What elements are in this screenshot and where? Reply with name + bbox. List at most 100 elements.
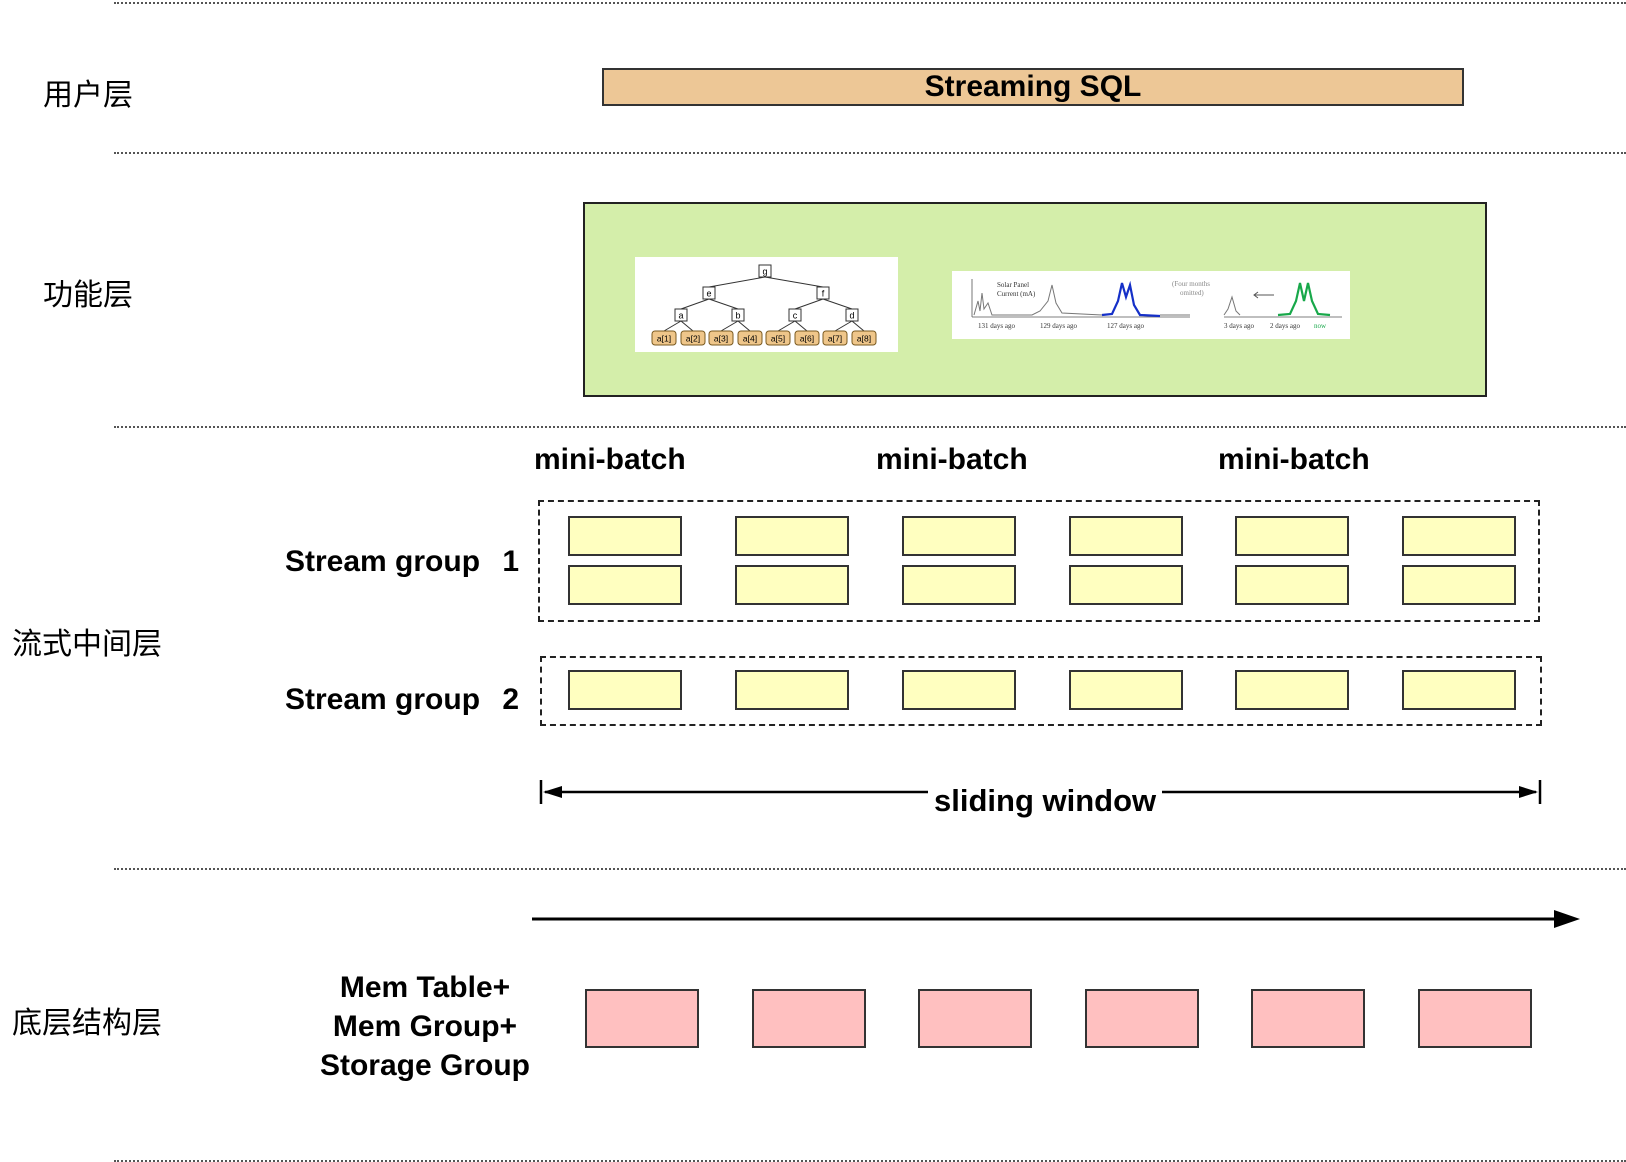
stream-cell-g2-c6 bbox=[1402, 670, 1516, 710]
layer-label-user: 用户层 bbox=[43, 78, 133, 113]
stream-cell-g1-r1-c2 bbox=[735, 516, 849, 556]
mini-batch-label-1: mini-batch bbox=[534, 443, 686, 476]
tree-leaf-3-label: a[3] bbox=[714, 334, 728, 344]
stream-cell-g1-r2-c2 bbox=[735, 565, 849, 605]
tree-node-d: d bbox=[845, 308, 859, 322]
tree-node-b: b bbox=[731, 308, 745, 322]
tree-node-d-label: d bbox=[849, 311, 854, 321]
timeseries-xlabel-3: 127 days ago bbox=[1107, 322, 1144, 330]
tree-node-a-label: a bbox=[678, 311, 683, 321]
function-layer-box: g e f a b c d bbox=[583, 202, 1487, 397]
stream-group-2-name: Stream group bbox=[285, 683, 481, 716]
base-cell-1 bbox=[585, 989, 699, 1048]
stream-cell-g2-c4 bbox=[1069, 670, 1183, 710]
stream-cell-g2-c1 bbox=[568, 670, 682, 710]
divider-bottom bbox=[114, 1160, 1626, 1162]
tree-node-c-label: c bbox=[793, 311, 798, 321]
storage-group-line: Storage Group bbox=[319, 1049, 530, 1082]
layer-label-function: 功能层 bbox=[43, 278, 133, 313]
tree-leaf-6-label: a[6] bbox=[800, 334, 814, 344]
base-cell-6 bbox=[1418, 989, 1532, 1048]
tree-leaf-2: a[2] bbox=[680, 330, 706, 346]
tree-leaf-6: a[6] bbox=[794, 330, 820, 346]
timeseries-xlabel-2: 129 days ago bbox=[1040, 322, 1077, 330]
timeseries-note-2: omitted) bbox=[1180, 289, 1204, 297]
divider-function-stream bbox=[114, 426, 1626, 428]
mem-structure-label: Mem Table+ Mem Group+ Storage Group bbox=[300, 968, 550, 1085]
timeseries-title-1: Solar Panel bbox=[997, 281, 1029, 289]
stream-cell-g1-r2-c6 bbox=[1402, 565, 1516, 605]
tree-leaf-1: a[1] bbox=[651, 330, 677, 346]
tree-leaf-4-label: a[4] bbox=[743, 334, 757, 344]
base-cell-5 bbox=[1251, 989, 1365, 1048]
stream-cell-g1-r1-c5 bbox=[1235, 516, 1349, 556]
tree-leaf-8: a[8] bbox=[851, 330, 877, 346]
tree-leaf-1-label: a[1] bbox=[657, 334, 671, 344]
tree-node-e: e bbox=[702, 286, 716, 300]
mem-group-line: Mem Group+ bbox=[332, 1010, 518, 1043]
timeseries-past-highlight bbox=[1101, 280, 1161, 318]
tree-leaf-8-label: a[8] bbox=[857, 334, 871, 344]
tree-structure-image: g e f a b c d bbox=[635, 257, 898, 352]
timeseries-xlabel-4: 3 days ago bbox=[1224, 322, 1254, 330]
mem-table-line: Mem Table+ bbox=[339, 971, 511, 1004]
stream-cell-g2-c3 bbox=[902, 670, 1016, 710]
tree-node-root-label: g bbox=[762, 267, 767, 277]
divider-top bbox=[114, 2, 1626, 4]
time-direction-arrow bbox=[532, 910, 1580, 928]
stream-cell-g1-r2-c3 bbox=[902, 565, 1016, 605]
stream-group-1-name: Stream group bbox=[285, 545, 481, 578]
timeseries-recent-gray bbox=[1223, 295, 1241, 316]
timeseries-image: Solar Panel Current (mA) (Four months om… bbox=[952, 271, 1350, 339]
tree-node-b-label: b bbox=[735, 311, 740, 321]
stream-cell-g2-c2 bbox=[735, 670, 849, 710]
stream-group-1-label: Stream group 1 bbox=[285, 545, 519, 579]
tree-leaf-5-label: a[5] bbox=[771, 334, 785, 344]
tree-leaf-7-label: a[7] bbox=[828, 334, 842, 344]
tree-node-a: a bbox=[674, 308, 688, 322]
timeseries-arrowhead bbox=[1253, 291, 1259, 299]
timeseries-xlabel-1: 131 days ago bbox=[978, 322, 1015, 330]
tree-node-root: g bbox=[758, 264, 772, 278]
stream-cell-g1-r1-c1 bbox=[568, 516, 682, 556]
divider-stream-base bbox=[114, 868, 1626, 870]
stream-cell-g1-r1-c3 bbox=[902, 516, 1016, 556]
stream-group-1-frame bbox=[538, 500, 1540, 622]
stream-cell-g1-r1-c6 bbox=[1402, 516, 1516, 556]
mini-batch-label-2: mini-batch bbox=[876, 443, 1028, 476]
tree-leaf-3: a[3] bbox=[708, 330, 734, 346]
stream-group-2-frame bbox=[540, 656, 1542, 726]
sliding-window-label: sliding window bbox=[928, 783, 1163, 819]
tree-leaf-5: a[5] bbox=[765, 330, 791, 346]
stream-cell-g1-r1-c4 bbox=[1069, 516, 1183, 556]
sliding-window-arrow bbox=[539, 780, 1542, 804]
tree-node-f-label: f bbox=[822, 289, 825, 299]
base-cell-2 bbox=[752, 989, 866, 1048]
stream-group-1-number: 1 bbox=[502, 545, 520, 578]
base-cell-4 bbox=[1085, 989, 1199, 1048]
timeseries-xlabel-5: 2 days ago bbox=[1270, 322, 1300, 330]
tree-leaf-7: a[7] bbox=[822, 330, 848, 346]
timeseries-title-2: Current (mA) bbox=[997, 290, 1036, 298]
mini-batch-label-3: mini-batch bbox=[1218, 443, 1370, 476]
divider-user-function bbox=[114, 152, 1626, 154]
timeseries-xlabel-6: now bbox=[1314, 322, 1327, 330]
layer-label-base: 底层结构层 bbox=[12, 1006, 162, 1041]
stream-cell-g2-c5 bbox=[1235, 670, 1349, 710]
timeseries-text: Solar Panel Current (mA) (Four months om… bbox=[978, 280, 1327, 330]
timeseries-past-gray bbox=[973, 284, 1103, 316]
streaming-sql-label: Streaming SQL bbox=[924, 70, 1142, 103]
stream-cell-g1-r2-c1 bbox=[568, 565, 682, 605]
timeseries-svg: Solar Panel Current (mA) (Four months om… bbox=[971, 279, 1342, 330]
stream-cell-g1-r2-c4 bbox=[1069, 565, 1183, 605]
timeseries-axes bbox=[971, 279, 1342, 318]
stream-group-2-label: Stream group 2 bbox=[285, 683, 519, 717]
tree-node-f: f bbox=[816, 286, 830, 300]
streaming-sql-bar: Streaming SQL bbox=[602, 68, 1464, 106]
timeseries-note-1: (Four months bbox=[1172, 280, 1210, 288]
base-cell-3 bbox=[918, 989, 1032, 1048]
tree-node-c: c bbox=[788, 308, 802, 322]
tree-structure-svg: g e f a b c d bbox=[651, 264, 877, 346]
stream-cell-g1-r2-c5 bbox=[1235, 565, 1349, 605]
tree-leaf-2-label: a[2] bbox=[686, 334, 700, 344]
